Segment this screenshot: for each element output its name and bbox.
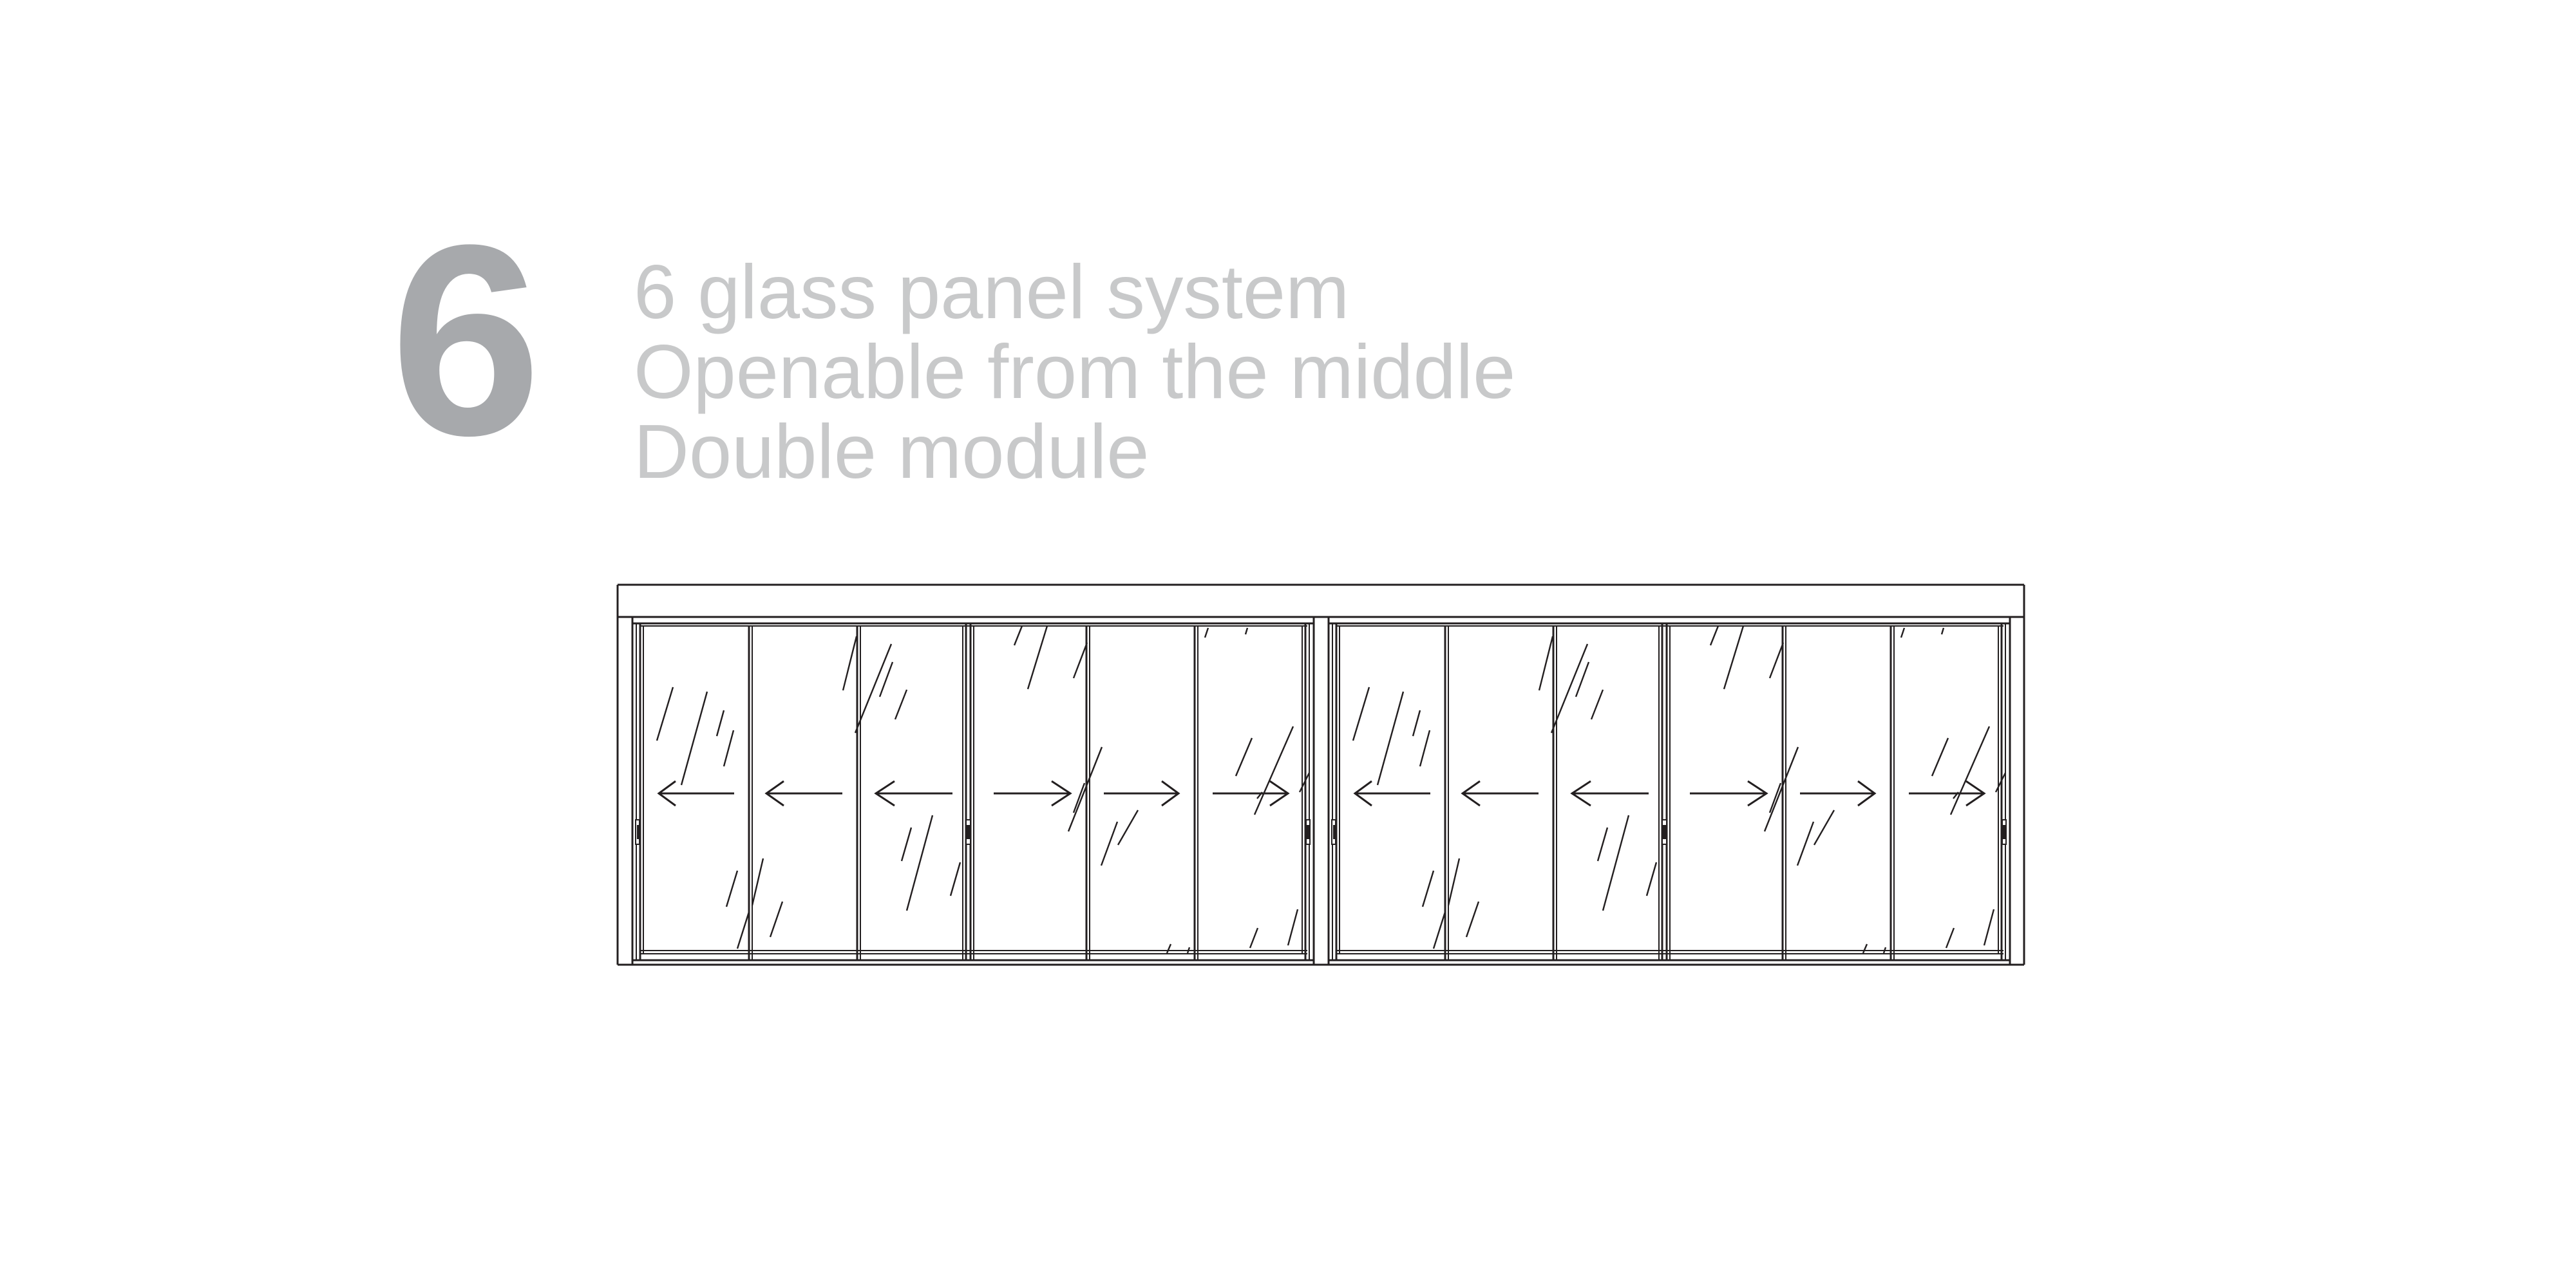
description-line-opening: Openable from the middle (634, 329, 1516, 415)
module-2-glass-panels (1327, 616, 2011, 966)
module-1-glass-panels (631, 616, 1315, 966)
description-line-panels: 6 glass panel system (634, 249, 1350, 335)
description-line-module: Double module (634, 409, 1150, 495)
system-description: 6 glass panel system Openable from the m… (634, 252, 1515, 492)
panel-count-number: 6 (390, 189, 542, 492)
outer-frame (616, 583, 2025, 966)
